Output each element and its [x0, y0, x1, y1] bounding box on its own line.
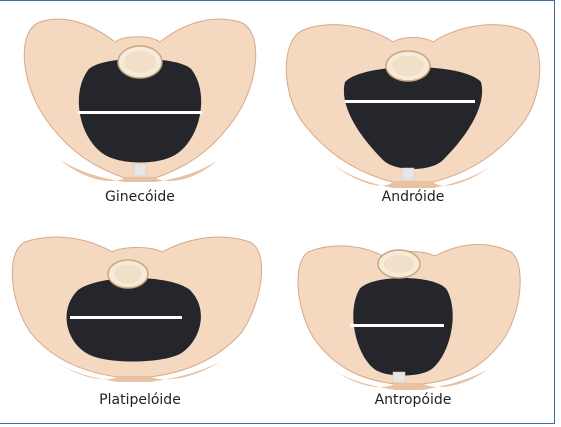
transverse-diameter-line — [345, 100, 475, 103]
transverse-diameter-line — [78, 111, 202, 114]
android-pelvis-illustration — [285, 24, 541, 188]
pelvis-panel-platypelloid: Platipelóide — [0, 212, 280, 424]
transverse-diameter-line — [70, 316, 182, 319]
pelvic-inlet — [343, 67, 483, 169]
label-android: Andróide — [381, 189, 445, 205]
pelvic-inlet — [66, 278, 201, 362]
label-anthropoid: Antropóide — [374, 392, 452, 408]
label-platypelloid: Platipelóide — [99, 392, 181, 408]
pelvis-panel-gynecoid: Ginecóide — [0, 0, 280, 212]
anthropoid-pelvis-illustration — [297, 243, 521, 390]
pelvic-bone-shadow — [333, 165, 493, 188]
pelvic-bone-shadow — [333, 370, 487, 390]
pubic-symphysis — [133, 163, 147, 177]
pubic-symphysis — [401, 167, 415, 181]
pubic-symphysis — [392, 371, 406, 383]
gynecoid-pelvis-illustration — [23, 18, 257, 182]
platypelloid-pelvis-illustration — [11, 236, 262, 382]
transverse-diameter-line — [350, 324, 444, 327]
pelvis-panel-android: Andróide — [273, 0, 553, 212]
label-gynecoid: Ginecóide — [105, 189, 175, 205]
pelvic-inlet — [78, 58, 202, 163]
pelvic-bone-shadow — [55, 362, 220, 382]
pelvis-panel-anthropoid: Antropóide — [273, 212, 553, 424]
